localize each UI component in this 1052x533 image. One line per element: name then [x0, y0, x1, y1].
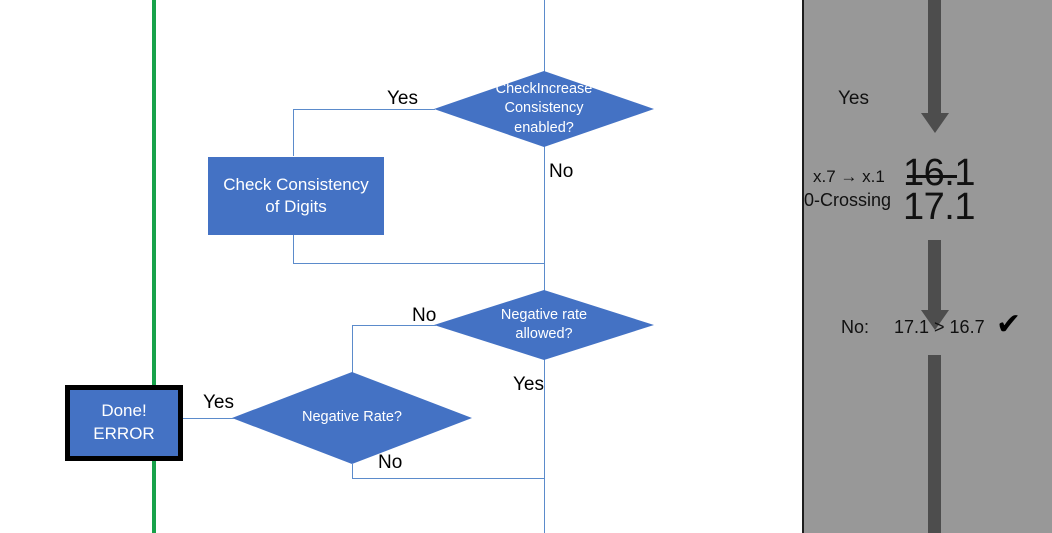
decision-negative-rate[interactable]: Negative Rate?: [232, 372, 472, 464]
decision-line-1: CheckIncrease: [495, 81, 593, 98]
green-highlight-line: [152, 0, 156, 533]
process-check-consistency-label: Check Consistency of Digits: [223, 174, 369, 219]
annotation-arrow-1-head: [921, 113, 949, 133]
edge-check-increase-yes-horizontal: [293, 109, 435, 110]
edge-consistency-box-exit-horizontal: [293, 263, 545, 264]
main-flow-spine-tail: [544, 478, 545, 533]
annotation-arrow-2-shaft: [928, 240, 941, 313]
decision-line-2: Consistency: [504, 100, 584, 117]
process-line-1: Check Consistency: [223, 174, 369, 194]
edge-negative-rate-yes-horizontal: [174, 418, 234, 419]
decision-check-increase-consistency[interactable]: CheckIncrease Consistency enabled?: [434, 71, 654, 147]
terminal-done-error-line2: ERROR: [93, 424, 155, 443]
annotation-branch-label: Yes: [838, 88, 869, 109]
edge-label-negative-rate-allowed-no: No: [412, 305, 437, 326]
annotation-arrow-2-head: [921, 310, 949, 330]
edge-negative-rate-no-horizontal: [352, 478, 545, 479]
annotation-comparison-branch: No:: [841, 317, 870, 337]
annotation-rule-label-line2: 0-Crossing: [804, 190, 892, 210]
annotation-panel: Yes x.7 → x.1 0-Crossing 16.1 17.1 No: 1…: [802, 0, 1052, 533]
edge-label-check-increase-no: No: [549, 161, 574, 182]
edge-negative-rate-allowed-no-horizontal: [352, 325, 436, 326]
decision-line-2: allowed?: [515, 326, 573, 342]
main-flow-spine-top: [544, 0, 545, 85]
annotation-comparison-expression: 17.1 > 16.7: [894, 317, 985, 337]
annotation-rule-label-line1: x.7 → x.1: [813, 167, 885, 186]
annotation-arrow-1-shaft: [928, 0, 941, 115]
annotation-arrow-3-shaft: [928, 355, 941, 533]
decision-negative-rate-allowed-label: Negative rate allowed?: [501, 306, 587, 344]
edge-label-negative-rate-no: No: [378, 452, 403, 473]
terminal-done-error-line1: Done!: [101, 401, 147, 421]
decision-line-1: Negative rate: [500, 306, 588, 323]
edge-label-negative-rate-allowed-yes: Yes: [513, 374, 544, 395]
main-flow-spine-mid: [544, 146, 545, 263]
main-flow-spine-bottom: [544, 359, 545, 478]
annotation-value-result: 17.1: [903, 186, 975, 228]
edge-negative-rate-allowed-no-vertical: [352, 325, 353, 418]
terminal-done-error[interactable]: Done! ERROR: [65, 385, 183, 461]
annotation-comparison-checkmark: ✔: [996, 308, 1022, 341]
decision-line-3: enabled?: [514, 119, 574, 136]
decision-negative-rate-allowed[interactable]: Negative rate allowed?: [434, 290, 654, 360]
process-check-consistency-of-digits[interactable]: Check Consistency of Digits: [208, 157, 384, 235]
edge-consistency-box-exit-vertical: [293, 235, 294, 263]
main-flow-spine-lower: [544, 263, 545, 298]
decision-check-increase-consistency-label: CheckIncrease Consistency enabled?: [496, 80, 593, 137]
decision-negative-rate-label: Negative Rate?: [302, 409, 402, 426]
edge-label-check-increase-yes: Yes: [387, 88, 418, 109]
process-line-2: of Digits: [265, 197, 327, 216]
annotation-value-struck-strikethrough: [907, 175, 957, 178]
edge-label-negative-rate-yes: Yes: [203, 392, 234, 413]
edge-negative-rate-no-vertical: [352, 464, 353, 478]
edge-check-increase-yes-vertical: [293, 109, 294, 156]
annotation-value-struck: 16.1: [903, 152, 975, 194]
